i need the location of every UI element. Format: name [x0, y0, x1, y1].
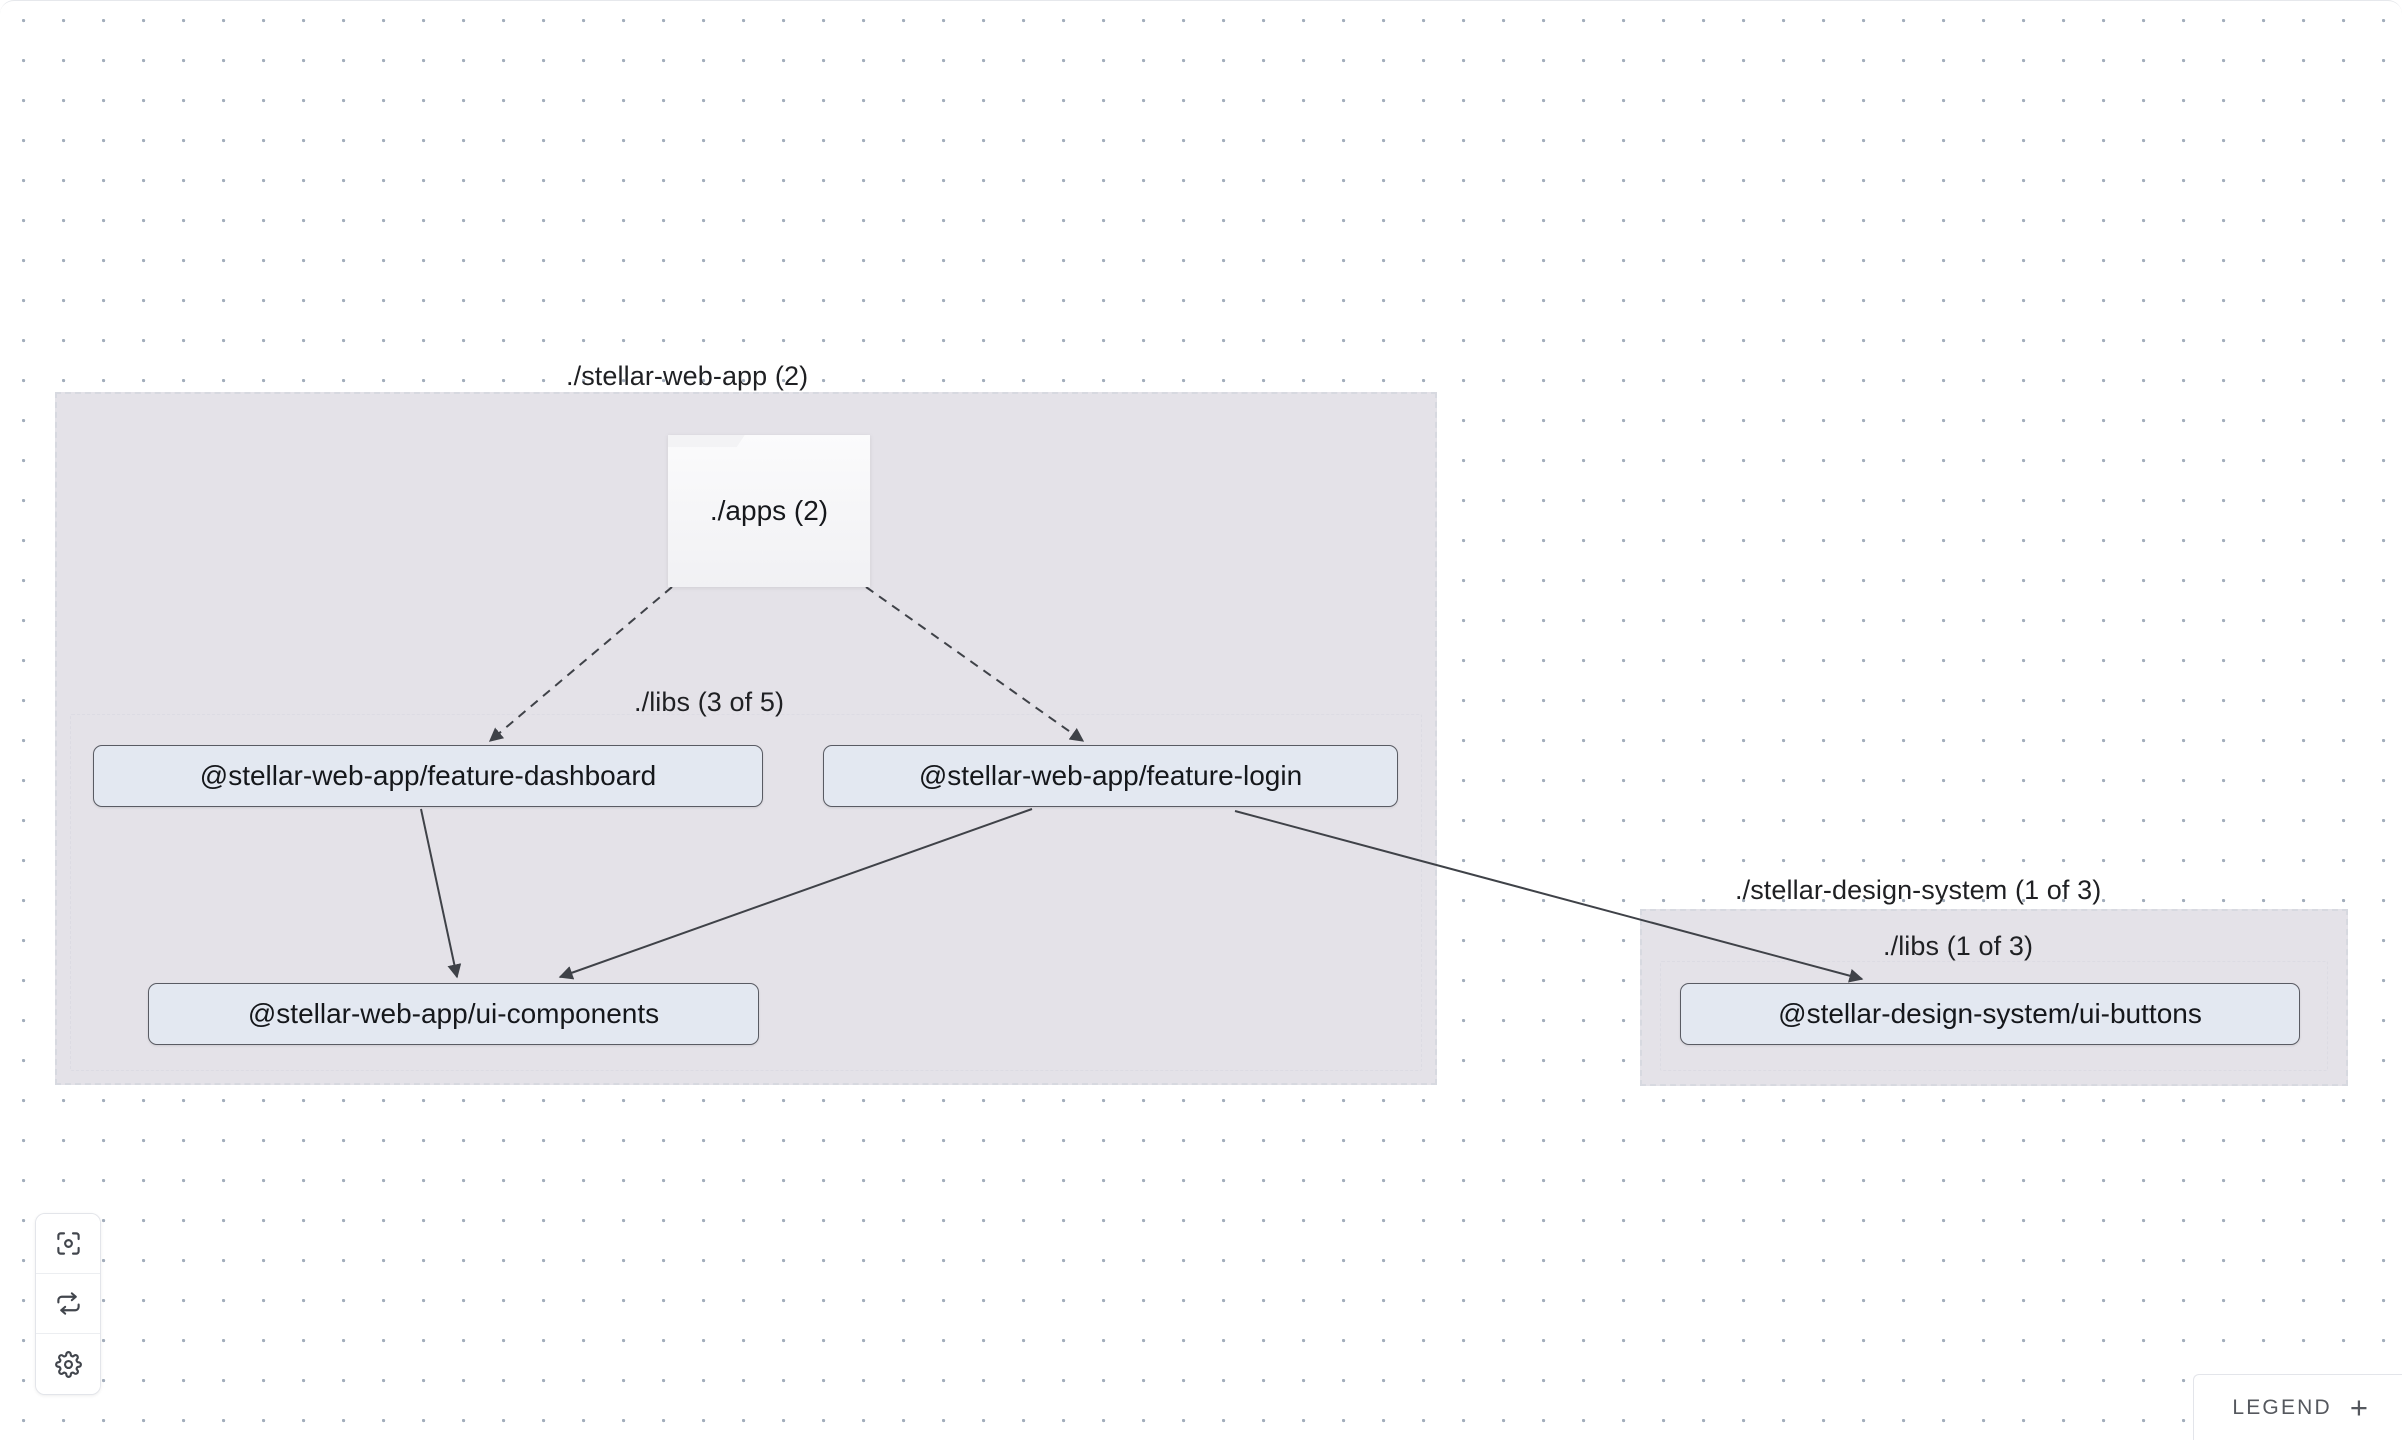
- refresh-sync-icon: [55, 1290, 82, 1317]
- graph-toolbar: [35, 1213, 101, 1395]
- legend-label: LEGEND: [2232, 1395, 2332, 1419]
- group-stellar-design-system-libs[interactable]: [1660, 961, 2328, 1071]
- legend-toggle[interactable]: LEGEND +: [2193, 1374, 2402, 1440]
- folder-node-apps[interactable]: ./apps (2): [668, 435, 870, 587]
- focus-graph-button[interactable]: [36, 1214, 100, 1274]
- node-ui-buttons[interactable]: @stellar-design-system/ui-buttons: [1680, 983, 2300, 1045]
- focus-target-icon: [55, 1230, 82, 1257]
- group-label-stellar-design-system-libs: ./libs (1 of 3): [1883, 931, 2034, 961]
- folder-icon: [668, 435, 870, 587]
- settings-button[interactable]: [36, 1334, 100, 1394]
- node-feature-dashboard[interactable]: @stellar-web-app/feature-dashboard: [93, 745, 763, 807]
- node-ui-components[interactable]: @stellar-web-app/ui-components: [148, 983, 759, 1045]
- refresh-graph-button[interactable]: [36, 1274, 100, 1334]
- plus-icon: +: [2349, 1390, 2368, 1425]
- group-label-stellar-design-system: ./stellar-design-system (1 of 3): [1735, 875, 2102, 905]
- gear-icon: [54, 1350, 82, 1378]
- folder-label-apps: ./apps (2): [709, 495, 829, 526]
- group-label-stellar-web-app-libs: ./libs (3 of 5): [634, 687, 785, 717]
- group-label-stellar-web-app: ./stellar-web-app (2): [566, 361, 809, 391]
- node-feature-login[interactable]: @stellar-web-app/feature-login: [823, 745, 1398, 807]
